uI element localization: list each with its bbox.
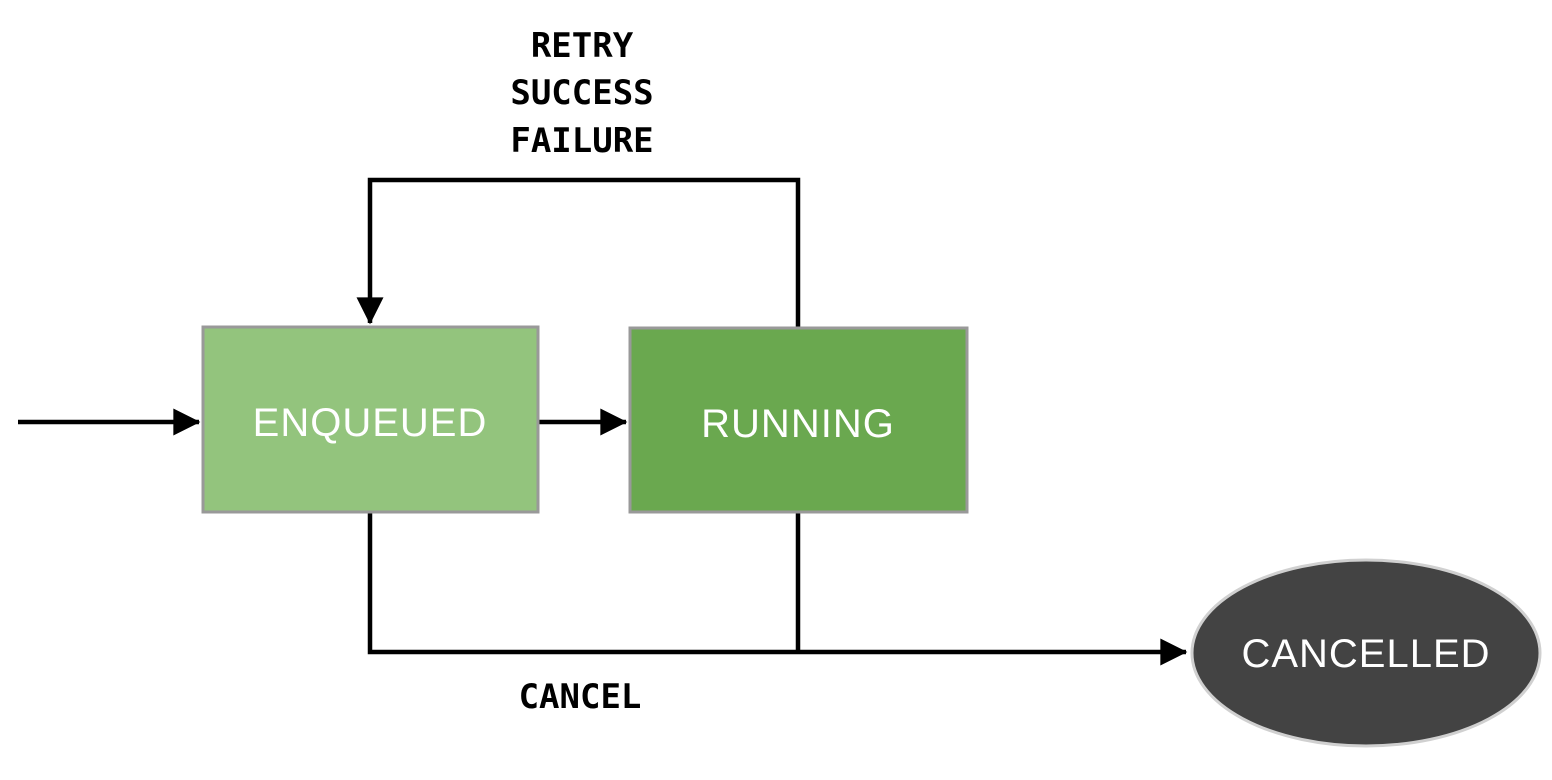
node-running (628, 326, 969, 514)
edge-label-failure: FAILURE (510, 121, 653, 161)
edge-label-success: SUCCESS (510, 73, 653, 113)
node-enqueued (201, 325, 540, 514)
edge-running-to-enqueued (356, 177, 801, 328)
node-enqueued-label: ENQUEUED (253, 401, 488, 445)
node-running-label: RUNNING (701, 402, 895, 446)
edge-enqueued-to-cancelled (367, 512, 1188, 666)
node-cancelled-label: CANCELLED (1241, 632, 1490, 676)
edge-label-retry: RETRY (531, 26, 634, 66)
node-cancelled (1190, 558, 1542, 748)
edge-label-cancel: CANCEL (519, 677, 642, 717)
